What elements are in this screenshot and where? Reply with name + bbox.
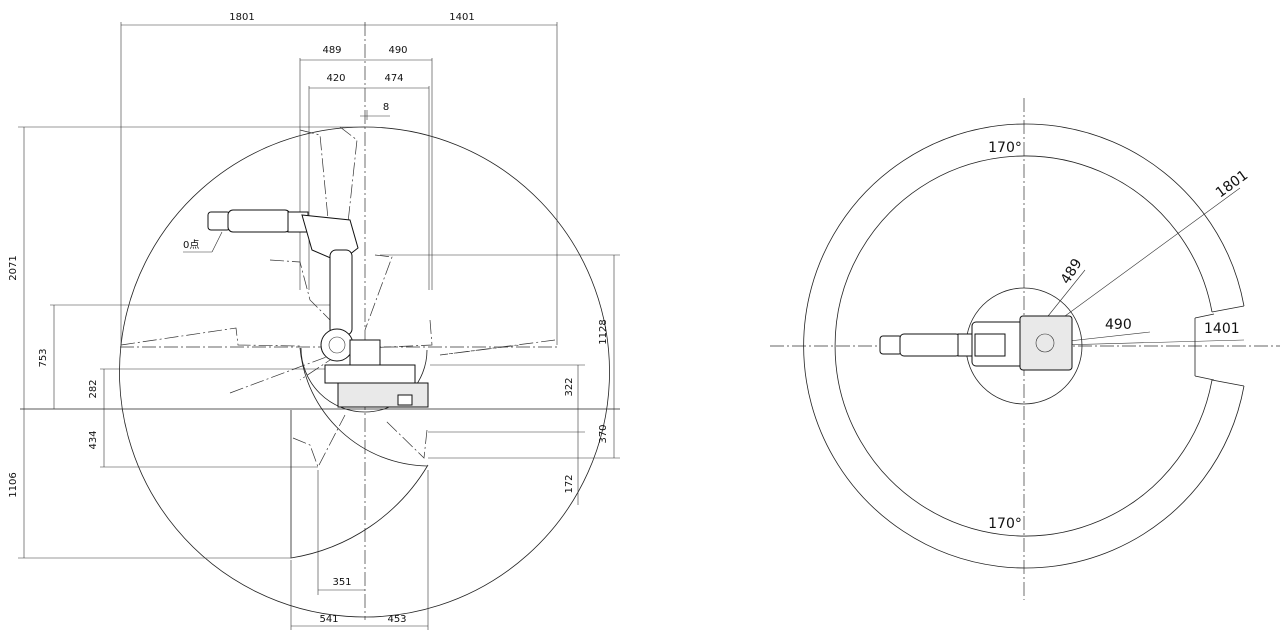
robot-side xyxy=(183,209,429,408)
origin-label: 0点 xyxy=(183,239,199,251)
outer-envelope xyxy=(119,126,610,618)
dim-474: 474 xyxy=(384,73,403,84)
dim-434: 434 xyxy=(88,430,99,449)
angle-top-label: 170° xyxy=(988,140,1022,156)
angle-bottom-label: 170° xyxy=(988,516,1022,532)
dim-541: 541 xyxy=(319,614,338,625)
dim-753: 753 xyxy=(38,348,49,367)
lower-envelope xyxy=(290,410,429,559)
dimension-lines xyxy=(18,22,620,630)
arm-sweep-line xyxy=(120,327,301,347)
side-view: 1801 1401 489 490 420 474 8 2071 753 282… xyxy=(8,12,620,630)
dim-8: 8 xyxy=(383,102,389,113)
robot-top xyxy=(879,315,1073,371)
inner-envelope xyxy=(300,347,428,413)
dim-1106: 1106 xyxy=(8,472,19,497)
radius-489-label: 489 xyxy=(1058,256,1086,287)
dim-2071: 2071 xyxy=(8,255,19,280)
dim-489: 489 xyxy=(322,45,341,56)
top-view: 170° 170° 1801 489 490 1401 xyxy=(770,98,1280,600)
dim-370: 370 xyxy=(598,424,609,443)
radius-1801-label: 1801 xyxy=(1213,167,1251,201)
dim-1128: 1128 xyxy=(598,319,609,344)
dim-490: 490 xyxy=(388,45,407,56)
dim-420: 420 xyxy=(326,73,345,84)
radius-1401-label: 1401 xyxy=(1204,321,1240,337)
dim-322: 322 xyxy=(564,377,575,396)
dim-282: 282 xyxy=(88,379,99,398)
outer-ring xyxy=(803,123,1245,569)
dim-1401: 1401 xyxy=(449,12,474,23)
dim-1801: 1801 xyxy=(229,12,254,23)
inner-ring xyxy=(834,155,1213,537)
radius-490-label: 490 xyxy=(1105,317,1132,333)
dim-351: 351 xyxy=(332,577,351,588)
dim-172: 172 xyxy=(564,474,575,493)
dim-453: 453 xyxy=(387,614,406,625)
